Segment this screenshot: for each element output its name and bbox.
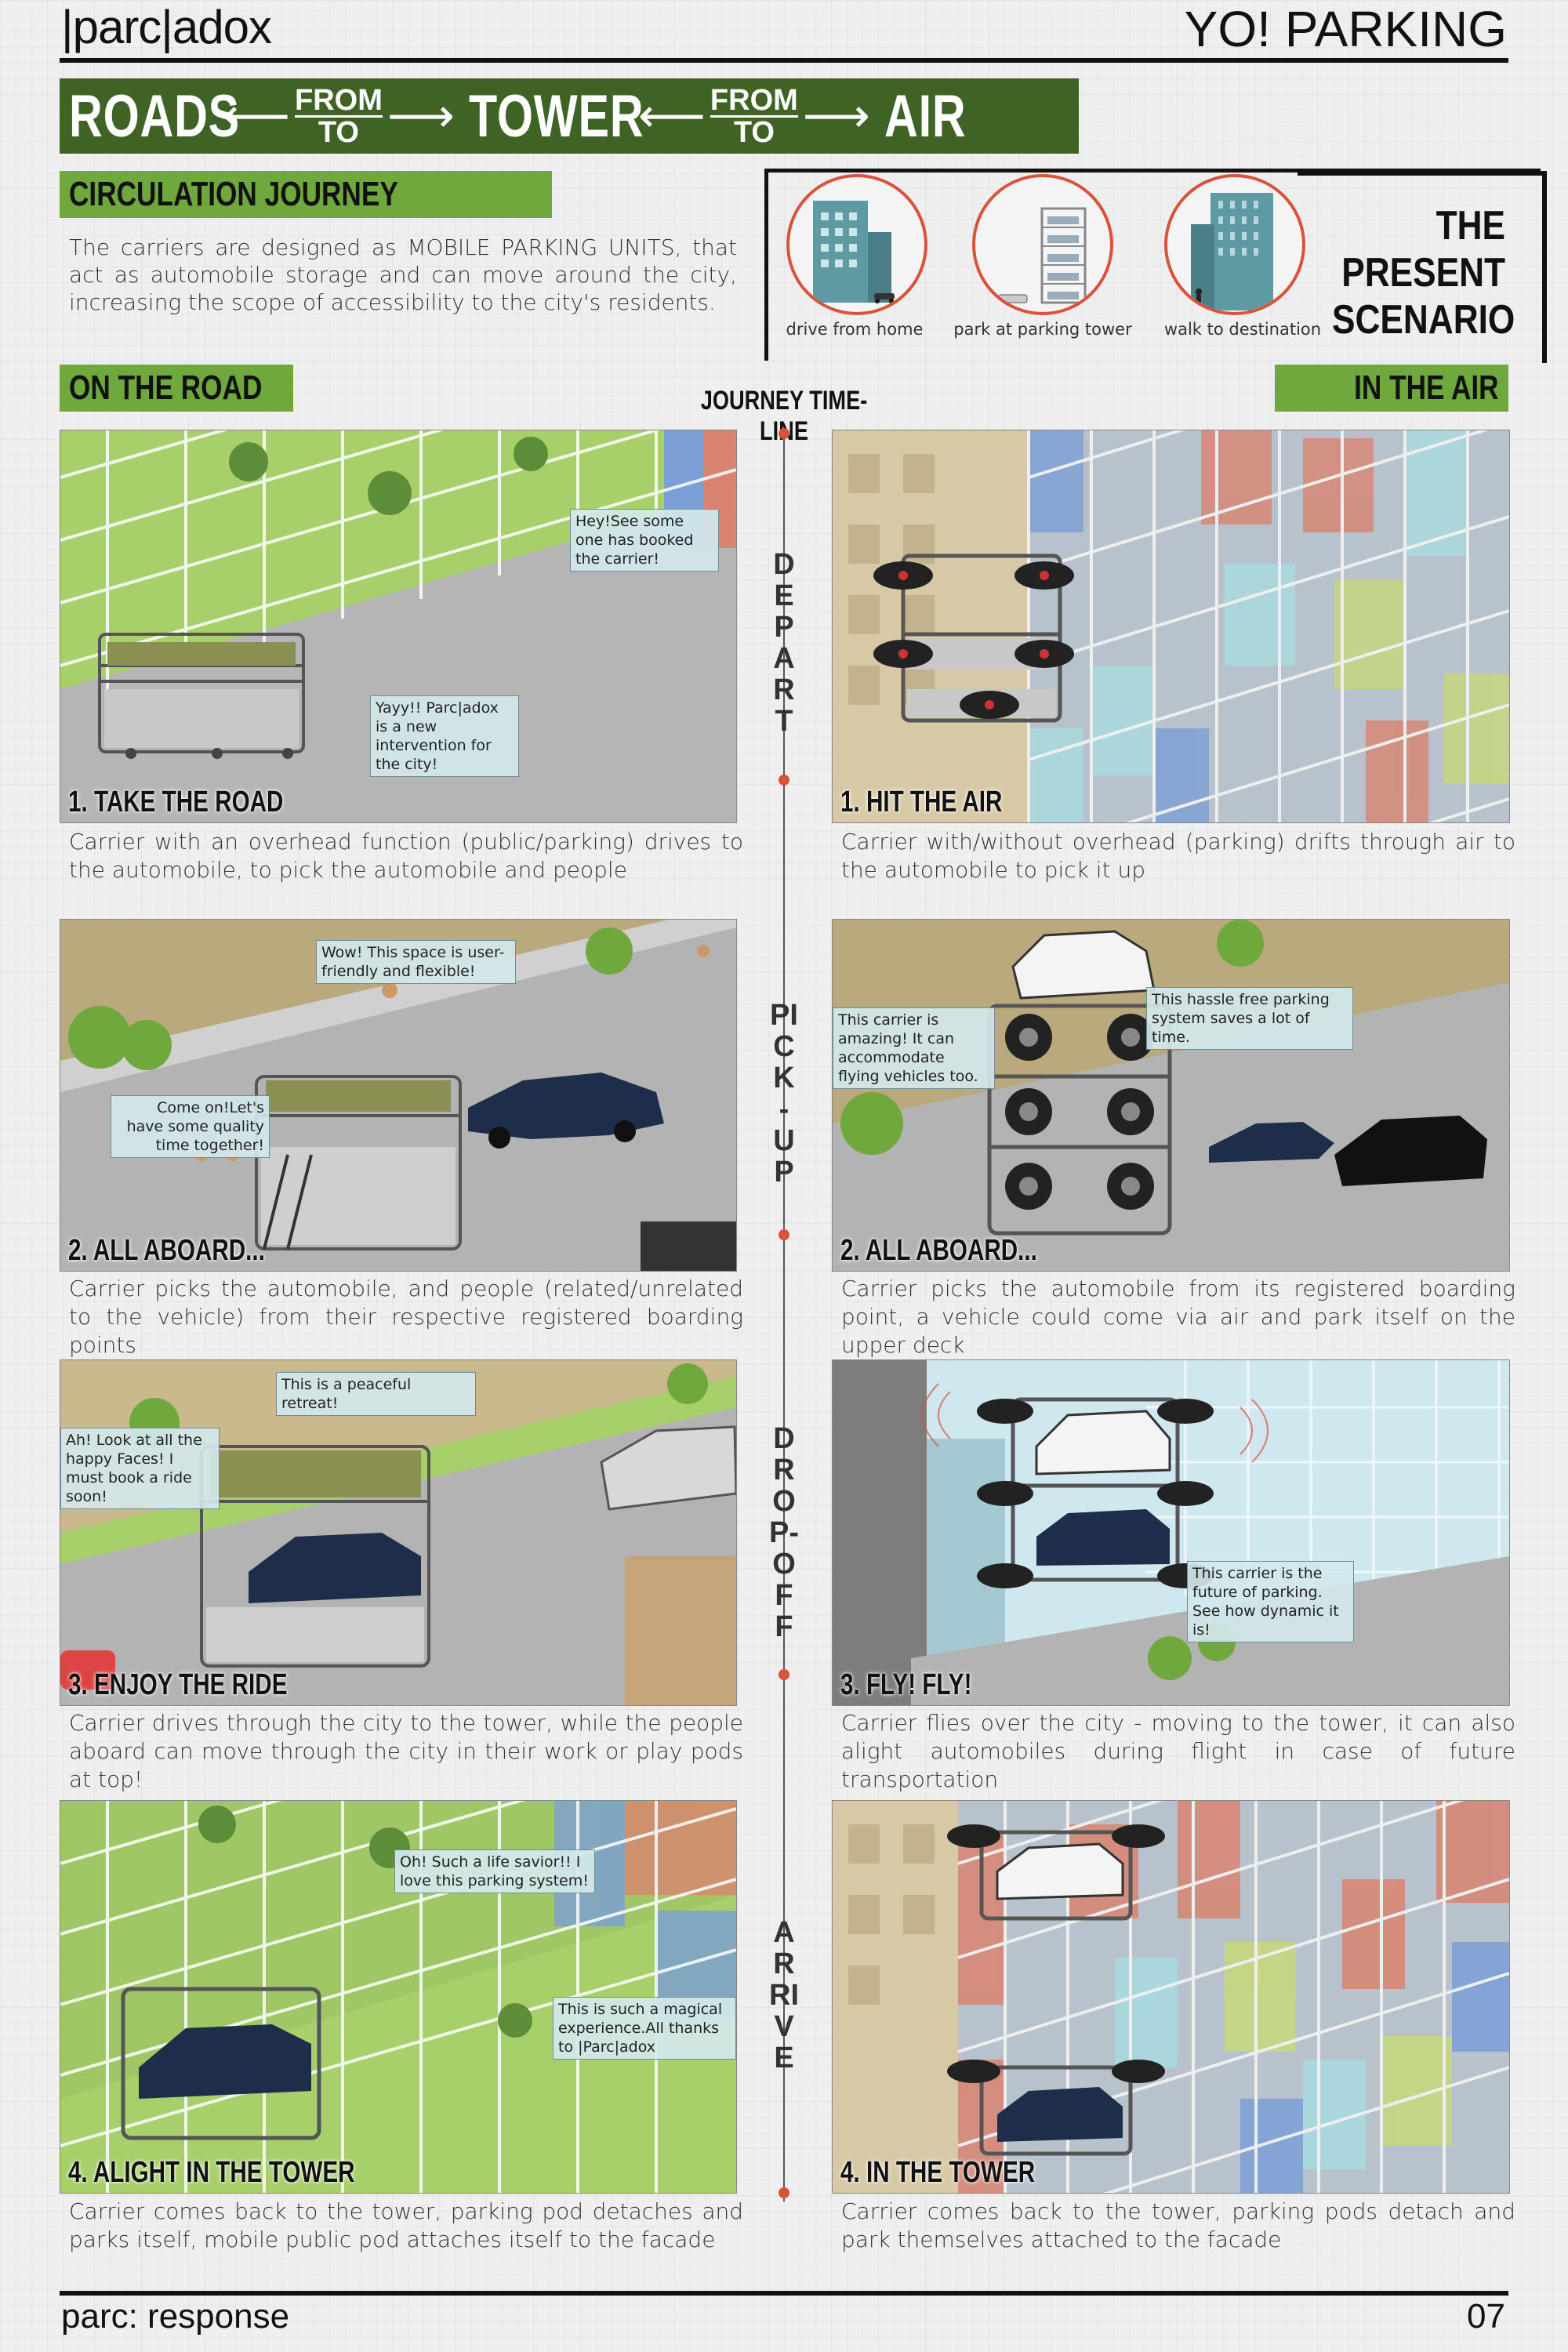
panel-title: 4. IN THE TOWER xyxy=(840,2156,1036,2189)
arrow-left-icon: ⟵ xyxy=(223,89,291,143)
speech-bubble: Come on!Let's have some quality time tog… xyxy=(111,1095,270,1158)
panel-description: Carrier picks the automobile from its re… xyxy=(841,1276,1515,1358)
speech-bubble: This is such a magical experience.All th… xyxy=(553,1997,736,2060)
arrow-right-icon: ⟶ xyxy=(387,89,455,143)
on-the-road-heading: ON THE ROAD xyxy=(60,365,293,412)
drive-from-home-icon xyxy=(786,174,927,315)
panel-title: 1. HIT THE AIR xyxy=(840,786,1003,818)
footer-rule xyxy=(60,2291,1508,2296)
present-scenario-title: THE PRESENT SCENARIO xyxy=(1332,203,1515,343)
timeline-line xyxy=(783,430,785,2201)
air-panel-3: This carrier is the future of parking. S… xyxy=(832,1359,1510,1706)
timeline-dot xyxy=(779,1669,789,1680)
timeline-dot xyxy=(779,775,789,786)
air-panel-1: 1. HIT THE AIR xyxy=(832,430,1510,823)
footer-section-label: parc: response xyxy=(61,2297,290,2336)
journey-timeline-label: JOURNEY TIME-LINE xyxy=(700,386,868,446)
road-panel-1: Hey!See some one has booked the carrier!… xyxy=(60,430,737,823)
road-panel-4: Oh! Such a life savior!! I love this par… xyxy=(60,1800,737,2194)
speech-bubble: This is a peaceful retreat! xyxy=(276,1372,476,1416)
speech-bubble: This carrier is amazing! It can accommod… xyxy=(833,1007,995,1089)
panel-description: Carrier picks the automobile, and people… xyxy=(69,1276,743,1358)
panel-description: Carrier comes back to the tower, parking… xyxy=(69,2198,743,2252)
timeline-word-arrive: ARRIVE xyxy=(769,1916,799,2074)
timeline-dot xyxy=(779,1229,789,1240)
circulation-heading: CIRCULATION JOURNEY xyxy=(60,171,552,218)
speech-bubble: Hey!See some one has booked the carrier! xyxy=(570,509,719,572)
speech-bubble: Wow! This space is user-friendly and fle… xyxy=(316,940,516,984)
speech-bubble: This carrier is the future of parking. S… xyxy=(1187,1561,1354,1642)
brand-logo: |parc|adox xyxy=(61,1,272,53)
timeline-word-dropoff: DROP-OFF xyxy=(769,1422,799,1643)
present-scenario-frame xyxy=(764,169,1541,361)
parking-tower-icon xyxy=(972,174,1113,315)
timeline-word-pickup: PICK-UP xyxy=(770,999,798,1189)
panel-description: Carrier with an overhead function (publi… xyxy=(69,829,743,883)
timeline-word-depart: DEPART xyxy=(773,548,795,738)
panel-description: Carrier drives through the city to the t… xyxy=(69,1710,743,1792)
caption-walk-to-destination: walk to destination xyxy=(1163,320,1322,339)
air-panel-2: This carrier is amazing! It can accommod… xyxy=(832,919,1510,1272)
panel-title: 2. ALL ABOARD... xyxy=(840,1234,1037,1267)
panel-title: 3. FLY! FLY! xyxy=(840,1668,972,1701)
panel-title: 4. ALIGHT IN THE TOWER xyxy=(68,2156,355,2189)
road-panel-3: This is a peaceful retreat! Ah! Look at … xyxy=(60,1359,737,1706)
timeline-dot xyxy=(779,428,789,439)
timeline-dot xyxy=(779,2187,789,2198)
scenario-frame-right-v xyxy=(1542,171,1547,363)
page-number: 07 xyxy=(1467,2297,1505,2336)
speech-bubble: Yayy!! Parc|adox is a new intervention f… xyxy=(370,695,519,777)
speech-bubble: Ah! Look at all the happy Faces! I must … xyxy=(60,1428,220,1509)
in-the-air-heading: IN THE AIR xyxy=(1275,365,1508,412)
speech-bubble: Oh! Such a life savior!! I love this par… xyxy=(394,1849,595,1893)
panel-title: 1. TAKE THE ROAD xyxy=(68,786,284,818)
banner-air: AIR xyxy=(884,82,967,150)
panel-title: 2. ALL ABOARD... xyxy=(68,1234,265,1267)
page-title: YO! PARKING xyxy=(1184,1,1507,57)
circulation-text: The carriers are designed as MOBILE PARK… xyxy=(69,234,737,315)
arrow-left-icon: ⟵ xyxy=(637,89,706,143)
walk-to-destination-icon xyxy=(1164,174,1305,315)
panel-description: Carrier with/without overhead (parking) … xyxy=(841,829,1515,883)
caption-drive-from-home: drive from home xyxy=(786,320,924,339)
banner-tower: TOWER xyxy=(468,82,644,150)
panel-title: 3. ENJOY THE RIDE xyxy=(68,1668,288,1701)
header-rule xyxy=(60,58,1508,63)
panel-description: Carrier comes back to the tower, parking… xyxy=(841,2198,1515,2252)
speech-bubble: This hassle free parking system saves a … xyxy=(1146,987,1353,1050)
air-panel-4: 4. IN THE TOWER xyxy=(832,1800,1510,2194)
caption-park-at-tower: park at parking tower xyxy=(953,320,1132,339)
arrow-right-icon: ⟶ xyxy=(802,89,870,143)
road-panel-2: Wow! This space is user-friendly and fle… xyxy=(60,919,737,1272)
banner-roads: ROADS xyxy=(69,82,240,150)
scenario-frame-right xyxy=(1298,171,1547,176)
panel-description: Carrier flies over the city - moving to … xyxy=(841,1710,1515,1792)
